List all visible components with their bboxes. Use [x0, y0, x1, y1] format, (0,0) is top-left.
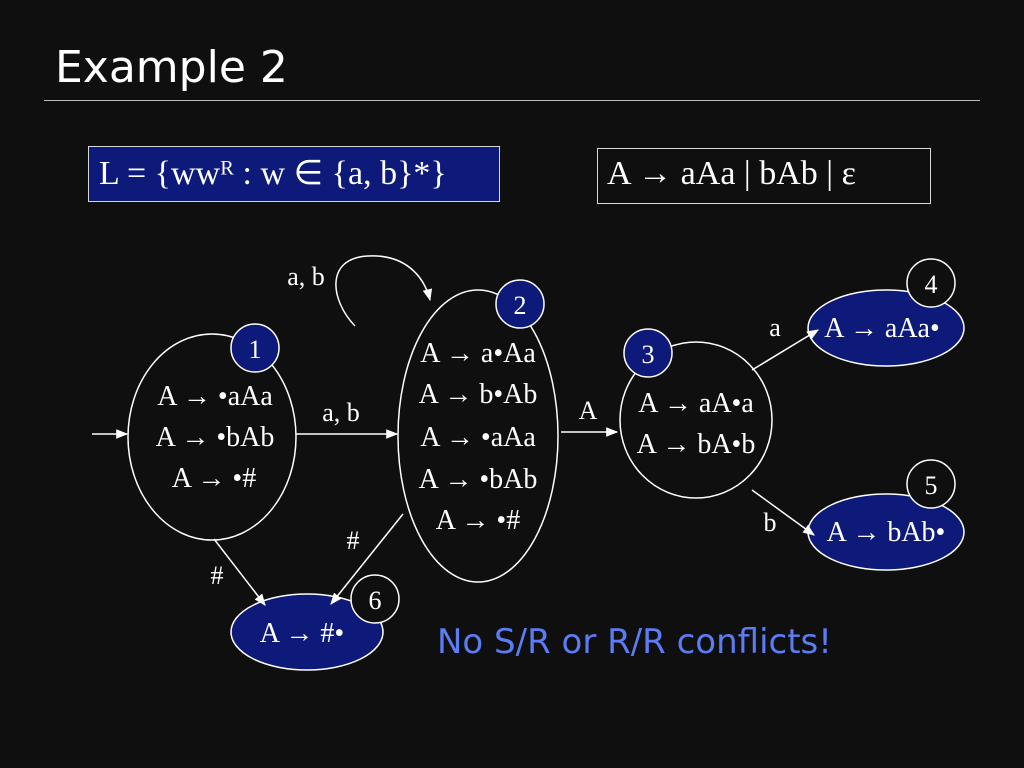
edge-1-to-6-label: #: [211, 561, 224, 590]
edge-3-to-4-label: a: [769, 313, 781, 342]
state-6-badge: [350, 574, 400, 624]
edge-2-to-6: [330, 513, 404, 605]
edge-3-to-5: [751, 489, 815, 536]
title-divider: [44, 100, 980, 101]
state-1-item: A → •bAb: [156, 422, 275, 453]
state-6-item: A → #•: [260, 618, 344, 649]
state-1-item: A → •aAa: [157, 381, 273, 412]
edge-2-to-6-label: #: [347, 526, 360, 555]
state-1: A → •aAa A → •bAb A → •# 1: [127, 323, 297, 541]
grammar-box: A → aAa | bAb | ε: [597, 148, 931, 204]
state-3-item: A → aA•a: [638, 388, 754, 419]
state-4-number: 4: [925, 270, 938, 299]
state-3-item: A → bA•b: [637, 429, 756, 460]
state-4-item: A → aAa•: [824, 313, 940, 344]
edge-2-to-3-label: A: [579, 396, 598, 425]
state-5-badge: [906, 459, 956, 509]
state-2-badge: [495, 279, 545, 329]
edge-3-to-4: [751, 329, 820, 371]
state-2-number: 2: [514, 291, 527, 320]
state-2-item: A → a•Aa: [420, 338, 536, 369]
conflicts-note: No S/R or R/R conflicts!: [437, 622, 832, 662]
edge-2-self-loop-label: a, b: [287, 262, 325, 291]
state-3: A → aA•a A → bA•b 3: [619, 328, 773, 499]
grammar-text: A → aAa | bAb | ε: [607, 155, 856, 192]
state-4-badge: [906, 258, 956, 308]
language-definition-box: L = {wwᴿ : w ∈ {a, b}*}: [88, 146, 500, 202]
state-1-item: A → •#: [172, 463, 256, 494]
state-2-item: A → •bAb: [419, 464, 538, 495]
state-5-number: 5: [925, 471, 938, 500]
state-6-number: 6: [369, 586, 382, 615]
state-1-number: 1: [249, 335, 262, 364]
language-definition-text: L = {wwᴿ : w ∈ {a, b}*}: [99, 155, 447, 192]
state-2-item: A → •aAa: [420, 422, 536, 453]
edge-2-self-loop: [335, 255, 433, 327]
edge-1-to-6: [213, 538, 266, 606]
state-2-item: A → b•Ab: [419, 379, 538, 410]
state-2-item: A → •#: [436, 505, 520, 536]
state-3-number: 3: [642, 340, 655, 369]
edge-1-to-2-label: a, b: [322, 398, 360, 427]
state-4: A → aAa• 4: [807, 258, 965, 367]
state-2: A → a•Aa A → b•Ab A → •aAa A → •bAb A → …: [397, 279, 559, 583]
edge-3-to-5-label: b: [764, 508, 777, 537]
state-6: A → #• 6: [230, 574, 400, 671]
state-5: A → bAb• 5: [807, 459, 965, 571]
state-1-badge: [230, 323, 280, 373]
state-5-item: A → bAb•: [827, 517, 946, 548]
state-3-badge: [623, 328, 673, 378]
slide-title: Example 2: [55, 42, 288, 93]
